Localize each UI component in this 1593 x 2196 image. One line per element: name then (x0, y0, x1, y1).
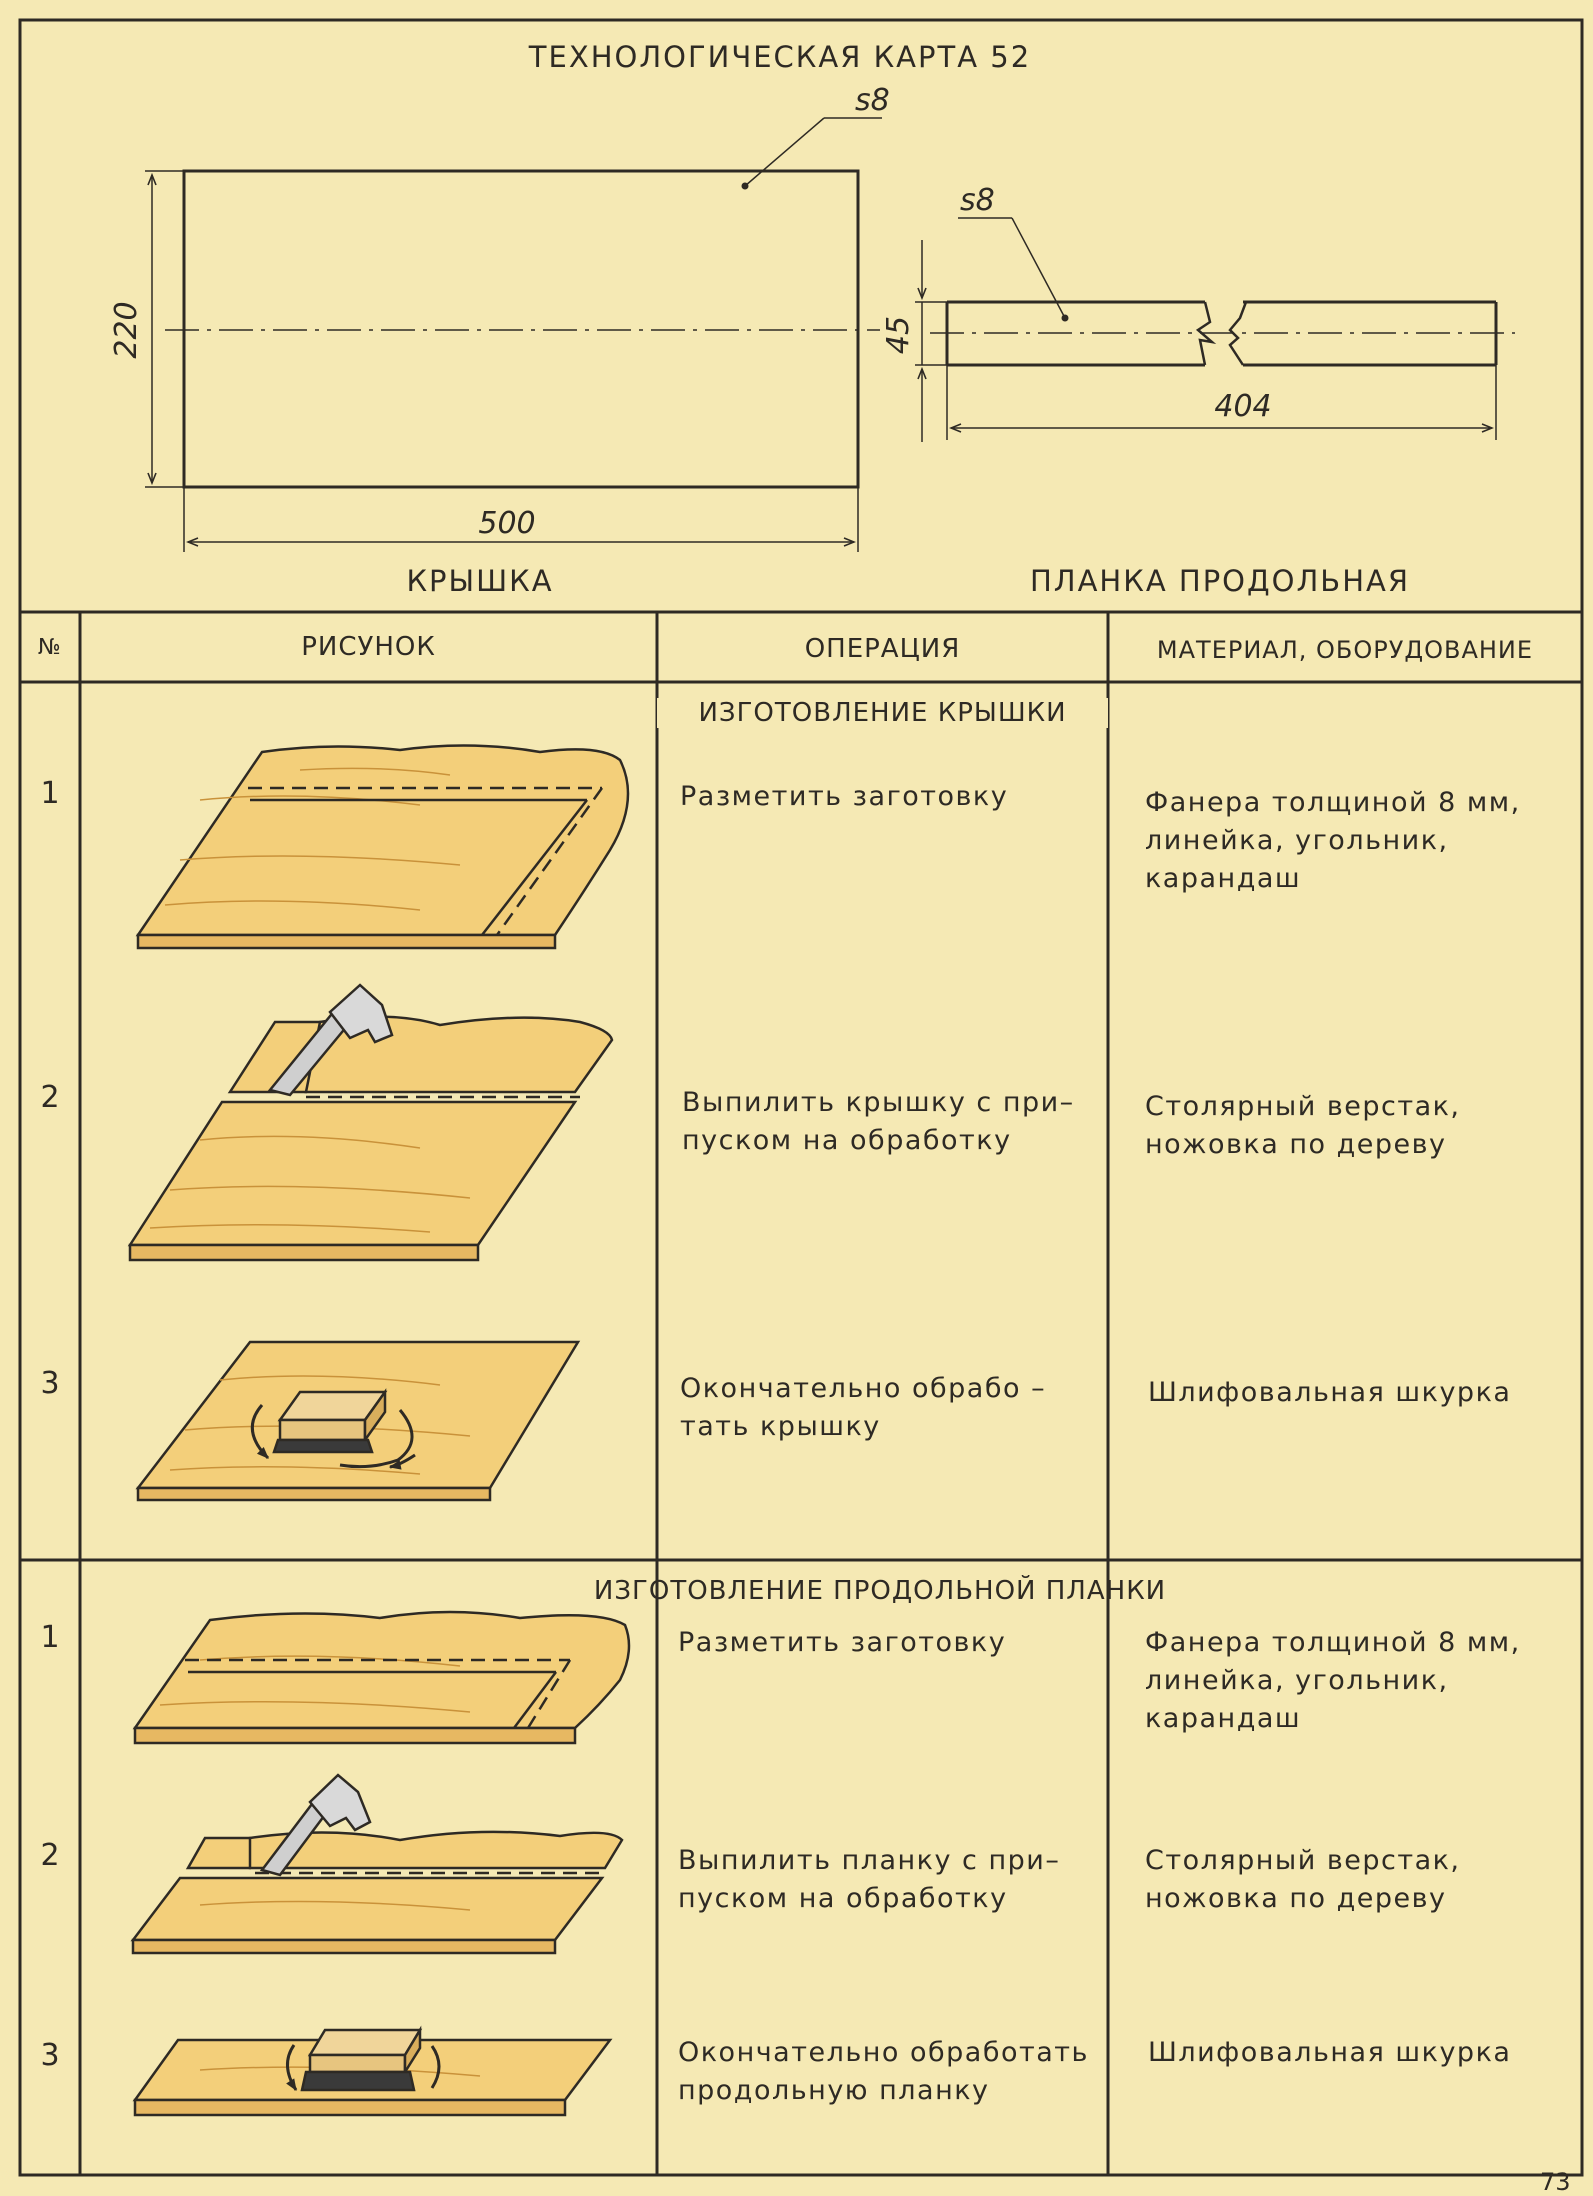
illustration-lid-sawing (127, 983, 614, 1262)
illustration-lid-sanding (135, 1340, 581, 1502)
row-number: 1 (40, 776, 60, 811)
illustration-strip-sawing (130, 1773, 624, 1955)
row-number: 3 (40, 1366, 60, 1401)
row-number: 1 (40, 1620, 60, 1655)
row-material: Столярный верстак, ножовка по дереву (1145, 1845, 1461, 1914)
lid-width-label: 220 (109, 301, 144, 358)
row-operation: Разметить заготовку (680, 781, 1009, 812)
section-title: ИЗГОТОВЛЕНИЕ ПРОДОЛЬНОЙ ПЛАНКИ (593, 1576, 1167, 1606)
page-number: 73 (1540, 2168, 1571, 2196)
row-operation: Выпилить планку с при– пуском на обработ… (678, 1845, 1061, 1914)
lid-caption: КРЫШКА (406, 564, 554, 598)
header-material: МАТЕРИАЛ, ОБОРУДОВАНИЕ (1156, 636, 1534, 664)
row-material: Фанера толщиной 8 мм, линейка, угольник,… (1145, 787, 1521, 894)
row-material: Столярный верстак, ножовка по дереву (1145, 1091, 1461, 1160)
page-title: ТЕХНОЛОГИЧЕСКАЯ КАРТА 52 (528, 40, 1032, 74)
header-number: № (38, 635, 62, 660)
illustration-lid-marking (135, 744, 630, 950)
illustration-strip-sanding (132, 2025, 613, 2117)
header-picture: РИСУНОК (301, 632, 436, 662)
strip-thickness-label: s8 (960, 183, 995, 218)
section-title: ИЗГОТОВЛЕНИЕ КРЫШКИ (657, 698, 1108, 728)
row-material: Фанера толщиной 8 мм, линейка, угольник,… (1145, 1627, 1521, 1734)
row-material: Шлифовальная шкурка (1148, 1377, 1512, 1408)
row-number: 2 (40, 1080, 60, 1115)
row-operation: Окончательно обработать продольную планк… (678, 2037, 1089, 2106)
lid-thickness-label: s8 (855, 83, 890, 118)
strip-length-label: 404 (1214, 389, 1271, 424)
row-number: 3 (40, 2038, 60, 2073)
lid-length-label: 500 (478, 506, 535, 541)
lid-drawing (145, 117, 882, 552)
header-operation: ОПЕРАЦИЯ (804, 634, 961, 664)
row-operation: Выпилить крышку с при– пуском на обработ… (682, 1087, 1075, 1156)
strip-caption: ПЛАНКА ПРОДОЛЬНАЯ (1029, 564, 1410, 598)
row-number: 2 (40, 1838, 60, 1873)
strip-drawing (915, 217, 1515, 442)
row-material: Шлифовальная шкурка (1148, 2037, 1512, 2068)
illustration-strip-marking (132, 1610, 631, 1745)
row-operation: Разметить заготовку (678, 1627, 1007, 1658)
row-operation: Окончательно обрабо – тать крышку (680, 1373, 1047, 1442)
table-frame (18, 18, 1584, 2177)
strip-width-label: 45 (881, 316, 916, 354)
